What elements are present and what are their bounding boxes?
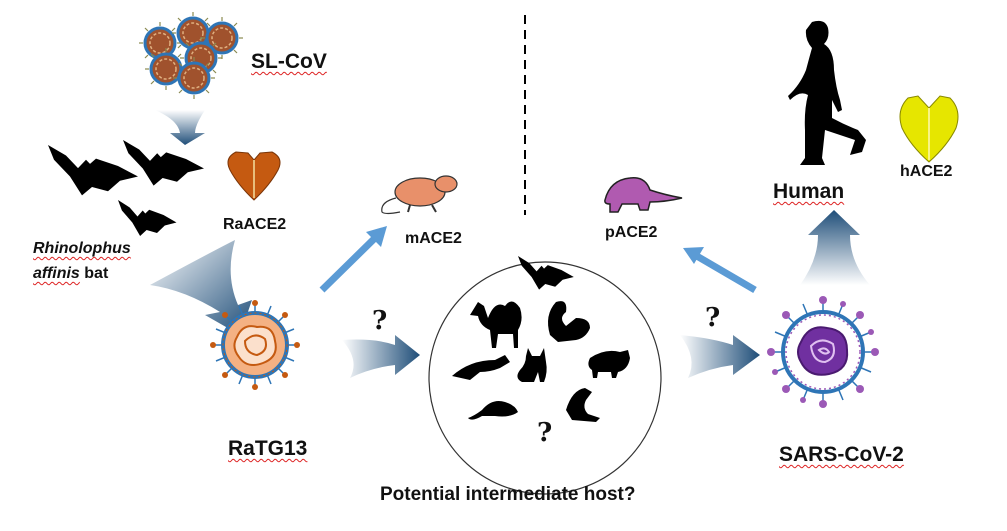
weasel-icon	[452, 355, 510, 380]
bat-species-label: affinis bat	[33, 265, 108, 283]
fox-icon	[517, 348, 547, 382]
camel-icon	[470, 301, 522, 348]
hace2-label: hACE2	[900, 163, 953, 180]
sl-cov-label: SL-CoV	[251, 50, 327, 74]
ferret-icon	[566, 388, 600, 422]
bat-word-text: bat	[84, 265, 109, 282]
bat-silhouette-icon	[48, 140, 204, 236]
intermediate-host-circle	[428, 256, 662, 495]
question-mark-right: ?	[705, 303, 721, 333]
question-mark-left: ?	[372, 306, 388, 336]
mace2-label: mACE2	[405, 230, 462, 247]
sl-cov-label-text: SL-CoV	[251, 50, 327, 73]
mouse-icon	[381, 175, 458, 215]
squirrel-icon	[548, 301, 590, 342]
ratg13-label-text: RaTG13	[228, 437, 308, 460]
arrow-to-mouse-icon	[319, 226, 387, 293]
gradient-arrow-down-icon	[155, 110, 205, 145]
gradient-arrow-right-icon	[680, 335, 760, 378]
human-silhouette-icon	[788, 20, 866, 165]
pig-icon	[588, 350, 630, 378]
sl-cov-virus-cluster	[137, 10, 245, 101]
gradient-arrow-right-icon	[342, 335, 420, 378]
arrow-to-pangolin-icon	[683, 247, 757, 294]
ratg13-virus-icon	[210, 300, 300, 390]
pace2-label: pACE2	[605, 224, 658, 241]
raace2-label: RaACE2	[223, 216, 287, 233]
bat-genus-text: Rhinolophus	[33, 240, 131, 257]
bat-genus-label: Rhinolophus	[33, 240, 131, 258]
pangolin-icon	[604, 177, 683, 213]
rat-icon	[468, 401, 518, 420]
sars-cov-2-label-text: SARS-CoV-2	[779, 443, 904, 466]
human-label: Human	[773, 180, 844, 204]
sars-cov-2-label: SARS-CoV-2	[779, 443, 904, 467]
gradient-arrow-up-icon	[800, 210, 870, 285]
sars-cov-2-virus-icon	[767, 296, 879, 408]
bat-species-text: affinis	[33, 265, 80, 282]
gradient-arrow-curved-icon	[150, 240, 252, 335]
intermediate-host-caption: Potential intermediate host?	[380, 484, 636, 505]
ratg13-label: RaTG13	[228, 437, 307, 461]
question-mark-circle: ?	[537, 418, 553, 448]
human-label-text: Human	[773, 180, 845, 203]
